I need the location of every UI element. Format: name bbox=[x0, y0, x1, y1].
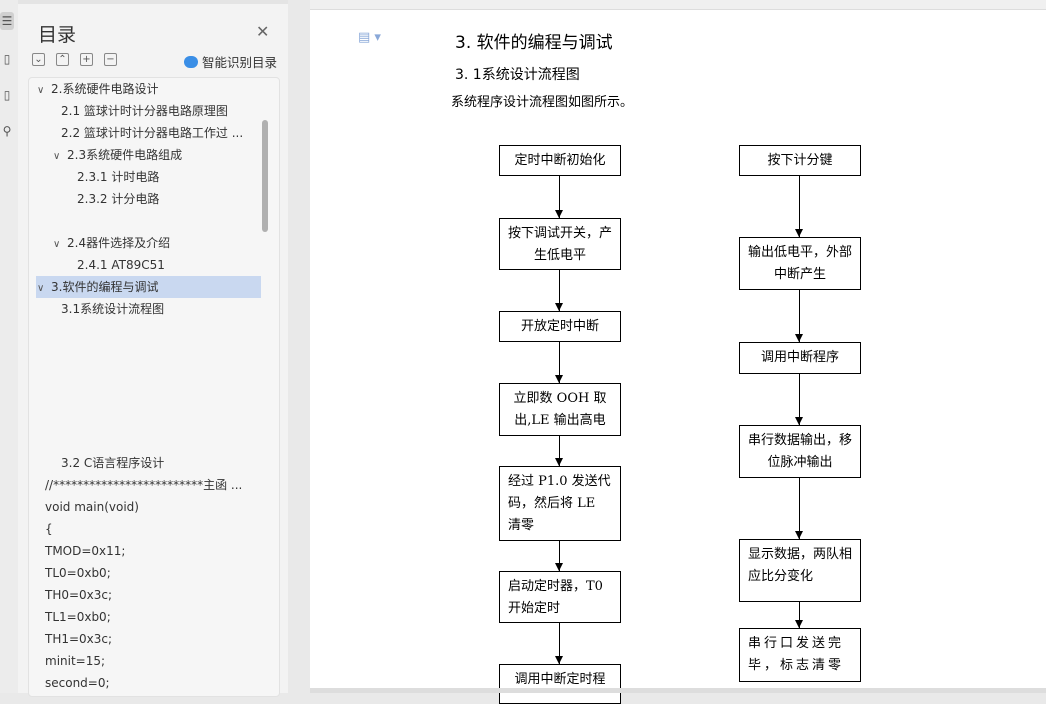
flow-arrow bbox=[795, 478, 803, 539]
flow-box: 按下调试开关，产生低电平 bbox=[499, 218, 621, 270]
smart-toc-button[interactable]: 智能识别目录 bbox=[184, 52, 277, 71]
heading-1: 3. 软件的编程与调试 bbox=[455, 33, 613, 53]
chevron-down-icon: ∨ bbox=[53, 151, 61, 162]
close-icon[interactable]: ✕ bbox=[256, 22, 270, 41]
toc-item[interactable]: 2.3.2 计分电路 bbox=[77, 192, 160, 206]
toc-item[interactable]: TL0=0xb0; bbox=[45, 566, 111, 580]
toc-item[interactable]: 2.1 篮球计时计分器电路原理图 bbox=[61, 104, 228, 118]
flow-box: 启动定时器，T0 开始定时 bbox=[499, 571, 621, 623]
toc-item[interactable]: ∨2.系统硬件电路设计 bbox=[37, 78, 158, 100]
bookmark-icon[interactable]: ▯ bbox=[3, 52, 11, 66]
horizontal-scrollbar[interactable] bbox=[310, 688, 1046, 693]
toc-item[interactable]: TMOD=0x11; bbox=[45, 544, 126, 558]
toc-item[interactable]: ∨2.3系统硬件电路组成 bbox=[53, 144, 182, 166]
toc-item[interactable]: //*************************主函 ... bbox=[45, 478, 243, 492]
flow-box: 经过 P1.0 发送代码，然后将 LE 清零 bbox=[499, 466, 621, 541]
toc-item[interactable]: 3.1系统设计流程图 bbox=[61, 302, 165, 316]
collapse-icon[interactable]: ⌄ bbox=[32, 53, 45, 66]
toc-panel: 目录 ✕ ⌄ ⌃ + − 智能识别目录 ∨2.系统硬件电路设计 2.1 篮球计时… bbox=[18, 0, 288, 697]
toc-item[interactable]: TL1=0xb0; bbox=[45, 610, 111, 624]
flow-box: 调用中断程序 bbox=[739, 342, 861, 374]
flow-arrow bbox=[555, 436, 563, 466]
document-page: ▤ ▾ 3. 软件的编程与调试 3. 1系统设计流程图 系统程序设计流程图如图所… bbox=[310, 10, 1046, 704]
toc-scrollbar[interactable] bbox=[262, 120, 268, 232]
flow-box: 显示数据，两队相应比分变化 bbox=[739, 539, 861, 602]
search-icon[interactable]: ⚲ bbox=[2, 124, 12, 138]
toc-icon[interactable]: ☰ bbox=[0, 12, 14, 30]
flow-arrow bbox=[555, 623, 563, 664]
flow-arrow bbox=[555, 541, 563, 571]
toc-item[interactable]: 2.2 篮球计时计分器电路工作过 ... bbox=[61, 126, 244, 140]
smart-toc-label: 智能识别目录 bbox=[202, 55, 278, 70]
minus-icon[interactable]: − bbox=[104, 53, 117, 66]
toc-item[interactable]: 3.2 C语言程序设计 bbox=[61, 456, 165, 470]
chevron-down-icon: ∨ bbox=[53, 239, 61, 250]
toc-item[interactable]: TH1=0x3c; bbox=[45, 632, 113, 646]
page-icon[interactable]: ▯ bbox=[3, 88, 11, 102]
toc-item[interactable]: 2.4.1 AT89C51 bbox=[77, 258, 165, 272]
flow-box: 串行口发送完毕，标志清零 bbox=[739, 628, 861, 682]
chevron-down-icon: ∨ bbox=[37, 85, 45, 96]
flow-arrow bbox=[795, 374, 803, 425]
toc-item[interactable]: 2.3.1 计时电路 bbox=[77, 170, 160, 184]
toc-item[interactable]: void main(void) bbox=[45, 500, 139, 514]
flow-arrow bbox=[795, 176, 803, 237]
toc-item[interactable]: minit=15; bbox=[45, 654, 106, 668]
flow-box: 输出低电平，外部中断产生 bbox=[739, 237, 861, 290]
ai-icon bbox=[184, 55, 198, 68]
document-icon[interactable]: ▤ ▾ bbox=[358, 30, 381, 45]
flow-arrow bbox=[795, 602, 803, 628]
flow-arrow bbox=[555, 342, 563, 383]
heading-2: 3. 1系统设计流程图 bbox=[455, 67, 580, 83]
plus-icon[interactable]: + bbox=[80, 53, 93, 66]
flow-box: 按下计分键 bbox=[739, 145, 861, 176]
flow-box: 定时中断初始化 bbox=[499, 145, 621, 176]
expand-icon[interactable]: ⌃ bbox=[56, 53, 69, 66]
paragraph: 系统程序设计流程图如图所示。 bbox=[451, 95, 634, 110]
left-icon-strip: ☰ ▯ ▯ ⚲ bbox=[0, 0, 18, 693]
flow-box: 调用中断定时程 bbox=[499, 664, 621, 704]
flow-arrow bbox=[795, 290, 803, 342]
toc-item[interactable]: ∨2.4器件选择及介绍 bbox=[53, 232, 170, 254]
toc-title: 目录 bbox=[38, 24, 77, 46]
flow-box: 立即数 OOH 取出,LE 输出高电 bbox=[499, 383, 621, 436]
toc-item-selected[interactable]: ∨3.软件的编程与调试 bbox=[36, 276, 261, 298]
toc-list: ∨2.系统硬件电路设计 2.1 篮球计时计分器电路原理图 2.2 篮球计时计分器… bbox=[28, 77, 280, 697]
toc-item[interactable]: { bbox=[45, 522, 53, 536]
chevron-down-icon: ∨ bbox=[37, 283, 45, 294]
flow-box: 串行数据输出，移位脉冲输出 bbox=[739, 425, 861, 478]
flow-box: 开放定时中断 bbox=[499, 311, 621, 342]
ruler-bar bbox=[310, 0, 1046, 10]
flow-arrow bbox=[555, 176, 563, 218]
toc-item[interactable]: second=0; bbox=[45, 676, 110, 690]
flow-arrow bbox=[555, 270, 563, 311]
toc-item[interactable]: TH0=0x3c; bbox=[45, 588, 113, 602]
